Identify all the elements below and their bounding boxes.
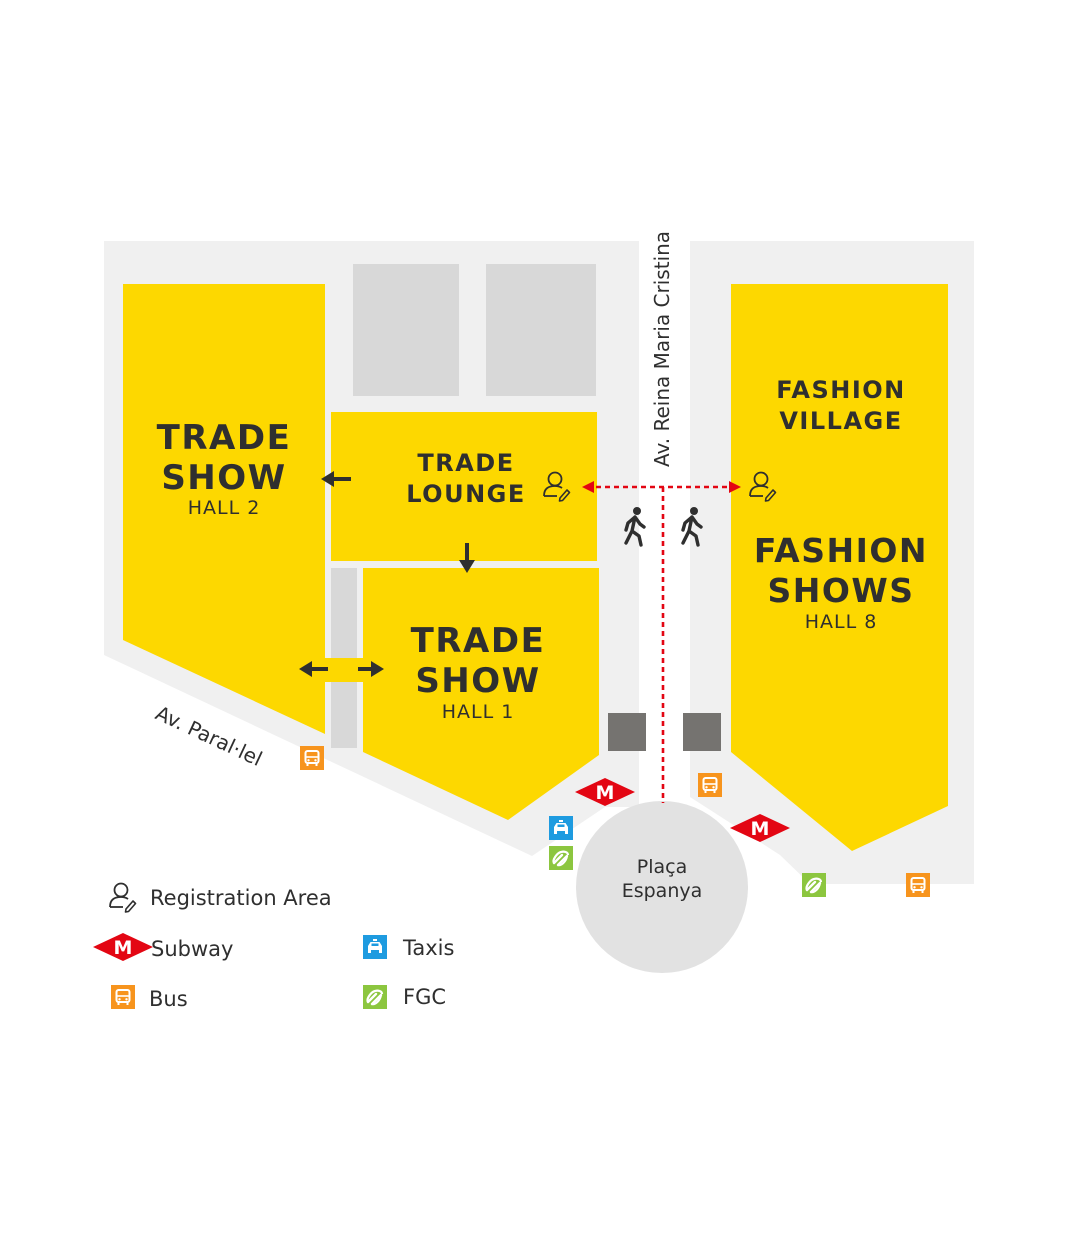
legend-subway-label: Subway	[151, 937, 233, 961]
hall-connector	[325, 658, 363, 682]
fashion-village-title-line1: FASHION	[776, 376, 906, 404]
fashion-village-title-line2: VILLAGE	[779, 407, 902, 435]
hall-2-area[interactable]	[123, 284, 325, 734]
arrow-down-icon	[459, 543, 475, 573]
plaza-label-line2: Espanya	[622, 880, 703, 902]
hall-2-title-line2: SHOW	[161, 458, 286, 498]
legend-registration-label: Registration Area	[150, 886, 332, 910]
bus-stop-icon[interactable]	[299, 745, 325, 771]
bus-stop-icon[interactable]	[905, 872, 931, 898]
subway-icon	[93, 933, 153, 961]
legend-fgc-label: FGC	[403, 985, 446, 1009]
hall-1-area[interactable]	[363, 568, 599, 820]
fgc-station-icon[interactable]	[800, 871, 828, 899]
legend: Registration Area Subway Bus Taxis FGC	[93, 882, 454, 1011]
hall-1-subtitle: HALL 1	[442, 701, 515, 723]
street-label-reina-maria-cristina: Av. Reina Maria Cristina	[650, 231, 674, 467]
trade-lounge-title-line1: TRADE	[417, 449, 514, 477]
arrow-left-icon	[321, 471, 351, 487]
fgc-icon	[361, 983, 389, 1011]
placa-espanya-circle	[576, 801, 748, 973]
arrow-right-icon	[358, 661, 384, 677]
legend-taxis-label: Taxis	[402, 936, 454, 960]
hall-8-title-line2: SHOWS	[767, 571, 914, 610]
trade-lounge-title-line2: LOUNGE	[406, 480, 526, 508]
taxi-icon	[363, 935, 387, 959]
hall-1-title-line1: TRADE	[411, 621, 546, 661]
entrance-pillar	[608, 713, 646, 751]
hall-8-area[interactable]	[731, 284, 948, 851]
hall-2-subtitle: HALL 2	[188, 497, 261, 519]
building-block	[353, 264, 459, 396]
walking-route	[582, 481, 741, 803]
bus-stop-icon[interactable]	[697, 772, 723, 798]
taxi-stand-icon[interactable]	[549, 816, 573, 840]
entrance-pillar	[683, 713, 721, 751]
hall-8-title-line1: FASHION	[754, 531, 928, 570]
hall-8-subtitle: HALL 8	[805, 611, 878, 633]
legend-bus-label: Bus	[149, 987, 188, 1011]
building-block	[486, 264, 596, 396]
registration-icon	[109, 882, 137, 913]
bus-icon	[110, 984, 136, 1010]
hall-2-title-line1: TRADE	[157, 418, 292, 458]
fgc-station-icon[interactable]	[547, 844, 575, 872]
plaza-label-line1: Plaça	[637, 856, 687, 878]
arrow-left-icon	[299, 661, 328, 677]
hall-1-title-line2: SHOW	[415, 661, 540, 701]
